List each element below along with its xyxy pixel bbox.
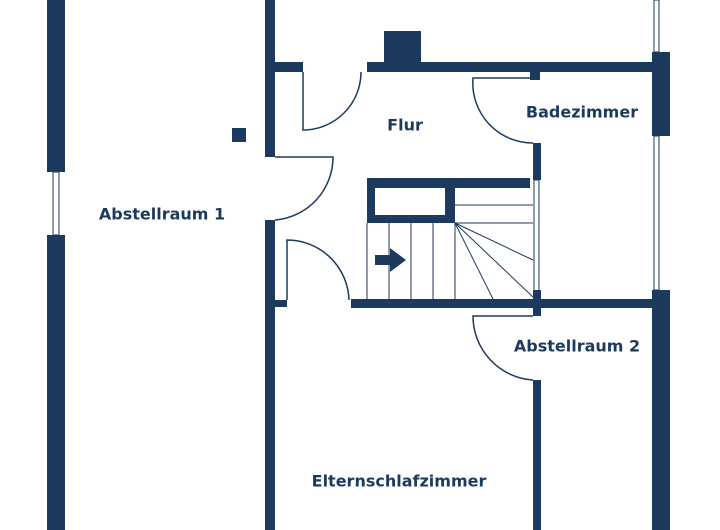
column	[232, 128, 246, 142]
wall-abstell2-left	[533, 380, 541, 530]
stair-wall-mid	[445, 188, 455, 223]
wall-top	[367, 62, 655, 72]
wall-left-upper	[47, 0, 65, 172]
wall-mid-horizontal	[351, 299, 670, 308]
window-right-top	[653, 0, 660, 53]
chimney	[384, 31, 421, 62]
door-badezimmer	[472, 77, 534, 144]
door-abstellraum1	[274, 156, 334, 221]
wall-bath-stub	[530, 72, 540, 80]
stair-wall-top	[367, 178, 530, 188]
stair-railing	[533, 179, 540, 299]
room-label-flur: Flur	[387, 115, 423, 135]
stairs	[366, 204, 534, 300]
window-right-mid	[653, 135, 660, 291]
door-flur-top	[302, 71, 362, 131]
wall-top-stub	[275, 62, 303, 72]
wall-inner-upper	[265, 0, 275, 157]
wall-left-lower	[47, 235, 65, 530]
wall-inner-lower	[265, 220, 275, 530]
room-label-abstellraum-1: Abstellraum 1	[98, 204, 226, 224]
room-label-elternschlafzimmer: Elternschlafzimmer	[311, 471, 487, 491]
wall-right-lower	[652, 290, 670, 530]
room-label-abstellraum-2: Abstellraum 2	[513, 336, 641, 356]
door-abstellraum2	[472, 315, 534, 381]
wall-bath-left	[533, 143, 541, 180]
windows	[52, 0, 660, 299]
doors	[274, 71, 534, 381]
window-left	[52, 171, 60, 236]
stair-wall-bottom	[367, 215, 455, 223]
stair-wall-side	[367, 188, 375, 223]
walls	[47, 0, 670, 530]
wall-post	[533, 290, 541, 316]
wall-stub-bed	[273, 300, 287, 307]
door-elternschlafzimmer	[286, 239, 350, 301]
stair-direction-arrow-icon	[375, 248, 406, 272]
wall-right-upper	[652, 52, 670, 136]
room-label-badezimmer: Badezimmer	[525, 102, 639, 122]
